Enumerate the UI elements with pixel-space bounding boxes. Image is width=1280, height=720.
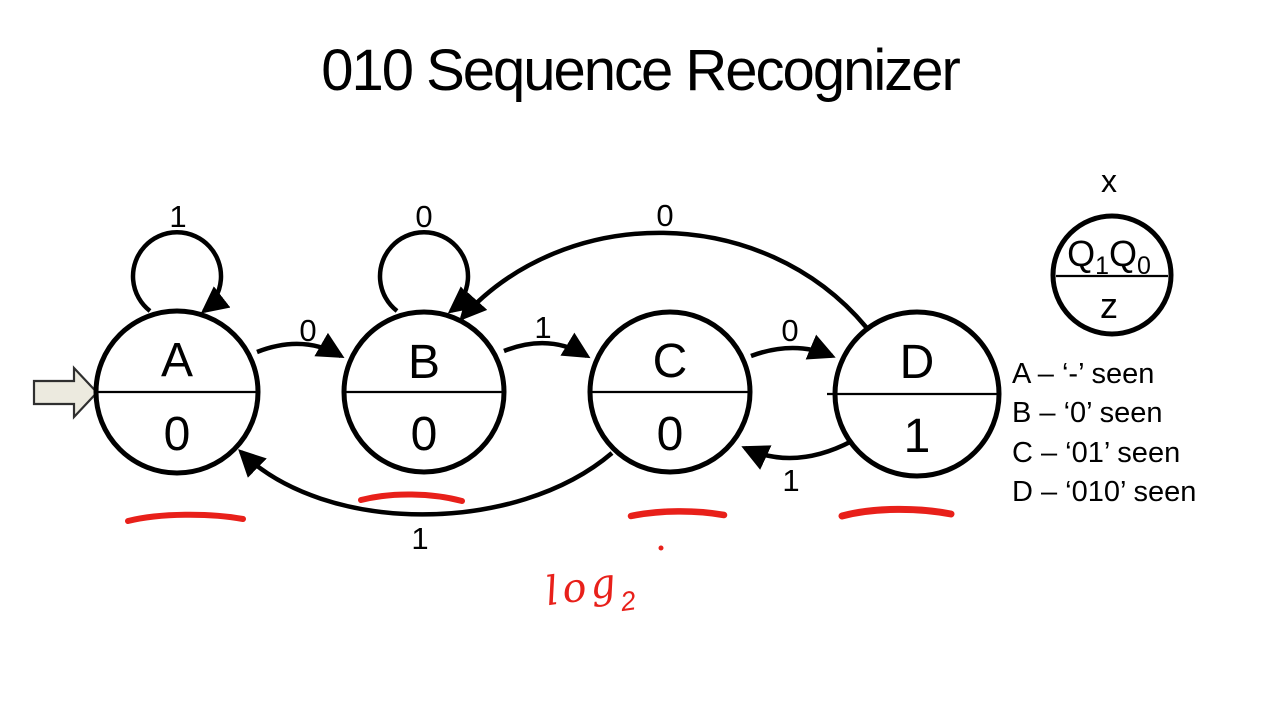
legend-state-notation: x Q1Q0 z	[1050, 163, 1174, 337]
state-c: C 0	[587, 309, 753, 475]
transition-a-b-label: 0	[299, 313, 316, 348]
transition-b-c-label: 1	[534, 310, 551, 345]
page-title: 010 Sequence Recognizer	[321, 38, 960, 103]
transition-c-a-label: 1	[411, 521, 428, 556]
note-line-d: D – ‘010’ seen	[1012, 476, 1196, 508]
transition-b-b-label: 0	[415, 199, 432, 234]
note-line-b: B – ‘0’ seen	[1012, 397, 1162, 429]
legend-state-vars: Q1Q0	[1067, 233, 1151, 280]
state-d-name: D	[900, 336, 935, 389]
transition-c-a: 1	[238, 449, 614, 556]
state-notes: A – ‘-’ seen B – ‘0’ seen C – ‘01’ seen …	[1012, 358, 1196, 508]
handwriting-log2: log 2	[542, 559, 638, 617]
legend-output-var: z	[1100, 285, 1118, 326]
handwriting-log2-main: log	[542, 559, 622, 615]
state-a-output: 0	[164, 408, 191, 461]
transition-a-a: 1	[130, 199, 231, 314]
red-underline-a	[125, 511, 246, 524]
red-underline-d	[838, 505, 955, 520]
transition-c-d: 0	[750, 313, 836, 360]
red-dot	[658, 545, 664, 551]
transition-c-d-label: 0	[781, 313, 798, 348]
red-pen-annotations: log 2	[125, 491, 955, 617]
transition-d-c: 1	[741, 439, 854, 498]
transition-b-b: 0	[377, 199, 478, 314]
handwriting-log2-subscript: 2	[618, 585, 638, 617]
state-a-name: A	[161, 334, 193, 387]
transition-d-c-label: 1	[782, 463, 799, 498]
legend-input-label: x	[1101, 163, 1117, 199]
state-c-output: 0	[657, 408, 684, 461]
transition-d-b-label: 0	[656, 198, 673, 233]
state-a: A 0	[93, 308, 261, 476]
red-underline-c	[627, 508, 728, 520]
legend-circle	[1050, 213, 1174, 337]
state-d-output: 1	[904, 410, 931, 463]
transition-a-a-label: 1	[169, 199, 186, 234]
state-b-name: B	[408, 336, 440, 389]
state-c-name: C	[653, 335, 688, 388]
state-d: D 1	[827, 309, 1002, 479]
state-b-output: 0	[411, 408, 438, 461]
state-b: B 0	[341, 309, 507, 475]
transition-a-b: 0	[256, 313, 345, 359]
note-line-c: C – ‘01’ seen	[1012, 437, 1180, 469]
red-underline-b	[358, 491, 465, 504]
start-state-arrow-icon	[32, 365, 99, 420]
note-line-a: A – ‘-’ seen	[1012, 358, 1154, 390]
transition-d-b: 0	[459, 198, 868, 329]
transition-b-c: 1	[503, 310, 591, 359]
